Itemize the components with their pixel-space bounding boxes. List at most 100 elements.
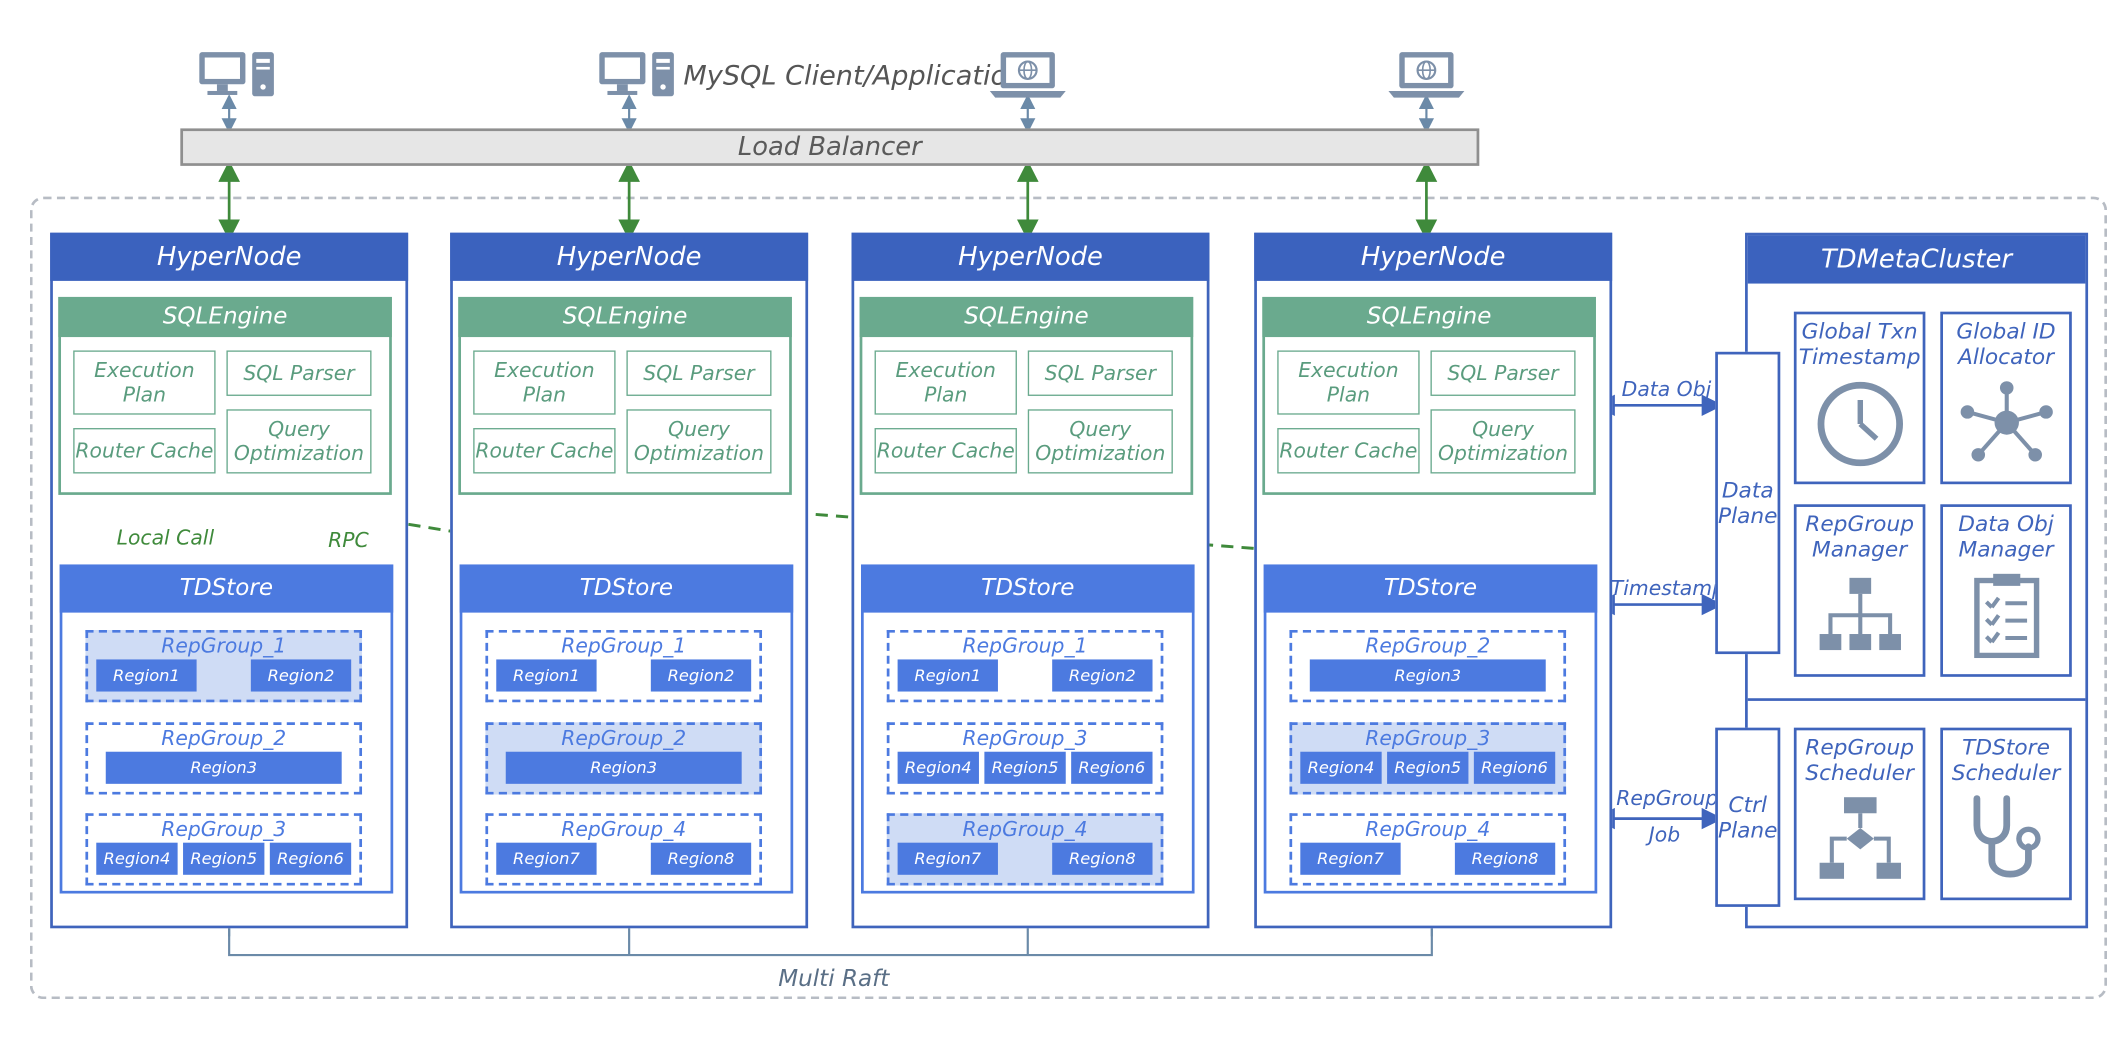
query-optimization-box: Query Optimization: [1027, 409, 1173, 474]
repgroup-label: RepGroup_3: [161, 817, 287, 842]
multi-raft-label: Multi Raft: [778, 965, 890, 993]
ctrl-plane-label: Ctrl Plane: [1717, 791, 1778, 843]
region-chip: Region4: [1300, 751, 1382, 784]
ctrl-plane: Ctrl Plane: [1715, 727, 1781, 907]
router-cache-box: Router Cache: [73, 428, 216, 474]
timestamp-label: Timestamp: [1610, 576, 1725, 601]
region-chip: Region4: [96, 842, 178, 875]
stethoscope-icon: [1972, 795, 2040, 878]
repgroup-job-label-1: RepGroup: [1616, 786, 1719, 811]
execution-plan-box: Execution Plan: [1277, 350, 1420, 415]
tdstore-title: TDStore: [1263, 564, 1598, 613]
repgroup-label: RepGroup_1: [161, 634, 287, 659]
query-optimization-box: Query Optimization: [626, 409, 772, 474]
repgroup-label: RepGroup_2: [561, 726, 687, 751]
repgroup-label: RepGroup_1: [561, 634, 687, 659]
sqlengine-title: SQLEngine: [458, 296, 792, 338]
hypernode-title: HyperNode: [450, 232, 809, 281]
sqlengine-title: SQLEngine: [58, 296, 392, 338]
data-obj-label: Data Obj: [1621, 377, 1712, 402]
region-chip: Region2: [250, 659, 352, 692]
sql-parser-box: SQL Parser: [626, 350, 772, 396]
repgroup-label: RepGroup_2: [161, 726, 287, 751]
region-chip: Region8: [1454, 842, 1556, 875]
repgroup-box: [1289, 813, 1567, 886]
execution-plan-box: Execution Plan: [73, 350, 216, 415]
load-balancer: Load Balancer: [180, 128, 1480, 166]
laptop-globe-icon: [989, 52, 1066, 98]
multi-raft-bus: [228, 898, 1433, 957]
router-cache-box: Router Cache: [1277, 428, 1420, 474]
repgroup-box: [1289, 630, 1567, 703]
repgroup-box: [485, 630, 763, 703]
data-obj-manager-box: Data Obj Manager: [1940, 504, 2072, 677]
repgroup-label: RepGroup_4: [561, 817, 687, 842]
rpc-label: RPC: [328, 528, 369, 553]
sqlengine-title: SQLEngine: [1262, 296, 1596, 338]
tdstore-scheduler-label: TDStore Scheduler: [1951, 734, 2061, 786]
global-txn-timestamp-label: Global Txn Timestamp: [1798, 318, 1921, 370]
repgroup-label: RepGroup_2: [1365, 634, 1491, 659]
repgroup-manager-box: RepGroup Manager: [1793, 504, 1926, 677]
repgroup-label: RepGroup_4: [1365, 817, 1491, 842]
repgroup-box: [85, 722, 363, 795]
client-lb-arrows: [221, 94, 1434, 134]
tdstore-scheduler-box: TDStore Scheduler: [1940, 727, 2072, 901]
router-cache-box: Router Cache: [473, 428, 616, 474]
repgroup-label: RepGroup_4: [962, 817, 1088, 842]
global-txn-timestamp-box: Global Txn Timestamp: [1793, 311, 1926, 485]
region-chip: Region7: [496, 842, 597, 875]
multi-raft-lines: [221, 878, 1440, 957]
region-chip: Region3: [105, 751, 342, 784]
cluster-boundary: [29, 196, 2108, 1000]
data-plane: Data Plane: [1715, 351, 1781, 655]
data-obj-manager-label: Data Obj Manager: [1958, 510, 2054, 562]
sql-parser-box: SQL Parser: [1027, 350, 1173, 396]
checklist-icon: [1973, 573, 2039, 659]
execution-plan-box: Execution Plan: [874, 350, 1017, 415]
repgroup-label: RepGroup_1: [962, 634, 1088, 659]
desktop-computer-icon: [199, 52, 274, 97]
global-id-allocator-box: Global ID Allocator: [1940, 311, 2072, 485]
flowchart-icon: [1818, 797, 1901, 879]
region-chip: Region6: [269, 842, 352, 875]
region-chip: Region7: [897, 842, 998, 875]
query-optimization-box: Query Optimization: [1430, 409, 1576, 474]
region-chip: Region2: [1052, 659, 1153, 692]
region-chip: Region5: [1387, 751, 1469, 784]
desktop-computer-icon: [599, 52, 674, 97]
repgroup-box: [85, 813, 363, 886]
repgroup-scheduler-label: RepGroup Scheduler: [1805, 734, 1914, 786]
clock-icon: [1816, 381, 1903, 467]
region-chip: Region6: [1071, 751, 1153, 784]
region-chip: Region8: [1052, 842, 1153, 875]
client-label: MySQL Client/Application: [683, 58, 1025, 91]
meta-arrows: [1593, 394, 1724, 830]
repgroup-label: RepGroup_3: [1365, 726, 1491, 751]
tdstore-title: TDStore: [860, 564, 1195, 613]
sql-parser-box: SQL Parser: [226, 350, 372, 396]
region-chip: Region6: [1473, 751, 1556, 784]
repgroup-box: [886, 722, 1164, 795]
data-plane-label: Data Plane: [1717, 477, 1778, 529]
query-optimization-box: Query Optimization: [226, 409, 372, 474]
region-chip: Region8: [650, 842, 752, 875]
tdmetacluster-title: TDMetaCluster: [1747, 235, 2086, 284]
region-chip: Region5: [984, 751, 1066, 784]
region-chip: Region5: [183, 842, 265, 875]
sqlengine-title: SQLEngine: [859, 296, 1194, 338]
meta-divider: [1747, 698, 2086, 701]
tdmetacluster: TDMetaCluster: [1745, 232, 2089, 929]
hypernode-title: HyperNode: [851, 232, 1210, 281]
laptop-globe-icon: [1388, 52, 1465, 98]
local-call-label: Local Call: [116, 525, 215, 550]
router-cache-box: Router Cache: [874, 428, 1017, 474]
repgroup-scheduler-box: RepGroup Scheduler: [1793, 727, 1926, 901]
sql-parser-box: SQL Parser: [1430, 350, 1576, 396]
hypernode-title: HyperNode: [50, 232, 409, 281]
region-chip: Region1: [96, 659, 197, 692]
region-chip: Region1: [897, 659, 998, 692]
region-chip: Region7: [1300, 842, 1401, 875]
global-id-allocator-label: Global ID Allocator: [1956, 318, 2056, 370]
